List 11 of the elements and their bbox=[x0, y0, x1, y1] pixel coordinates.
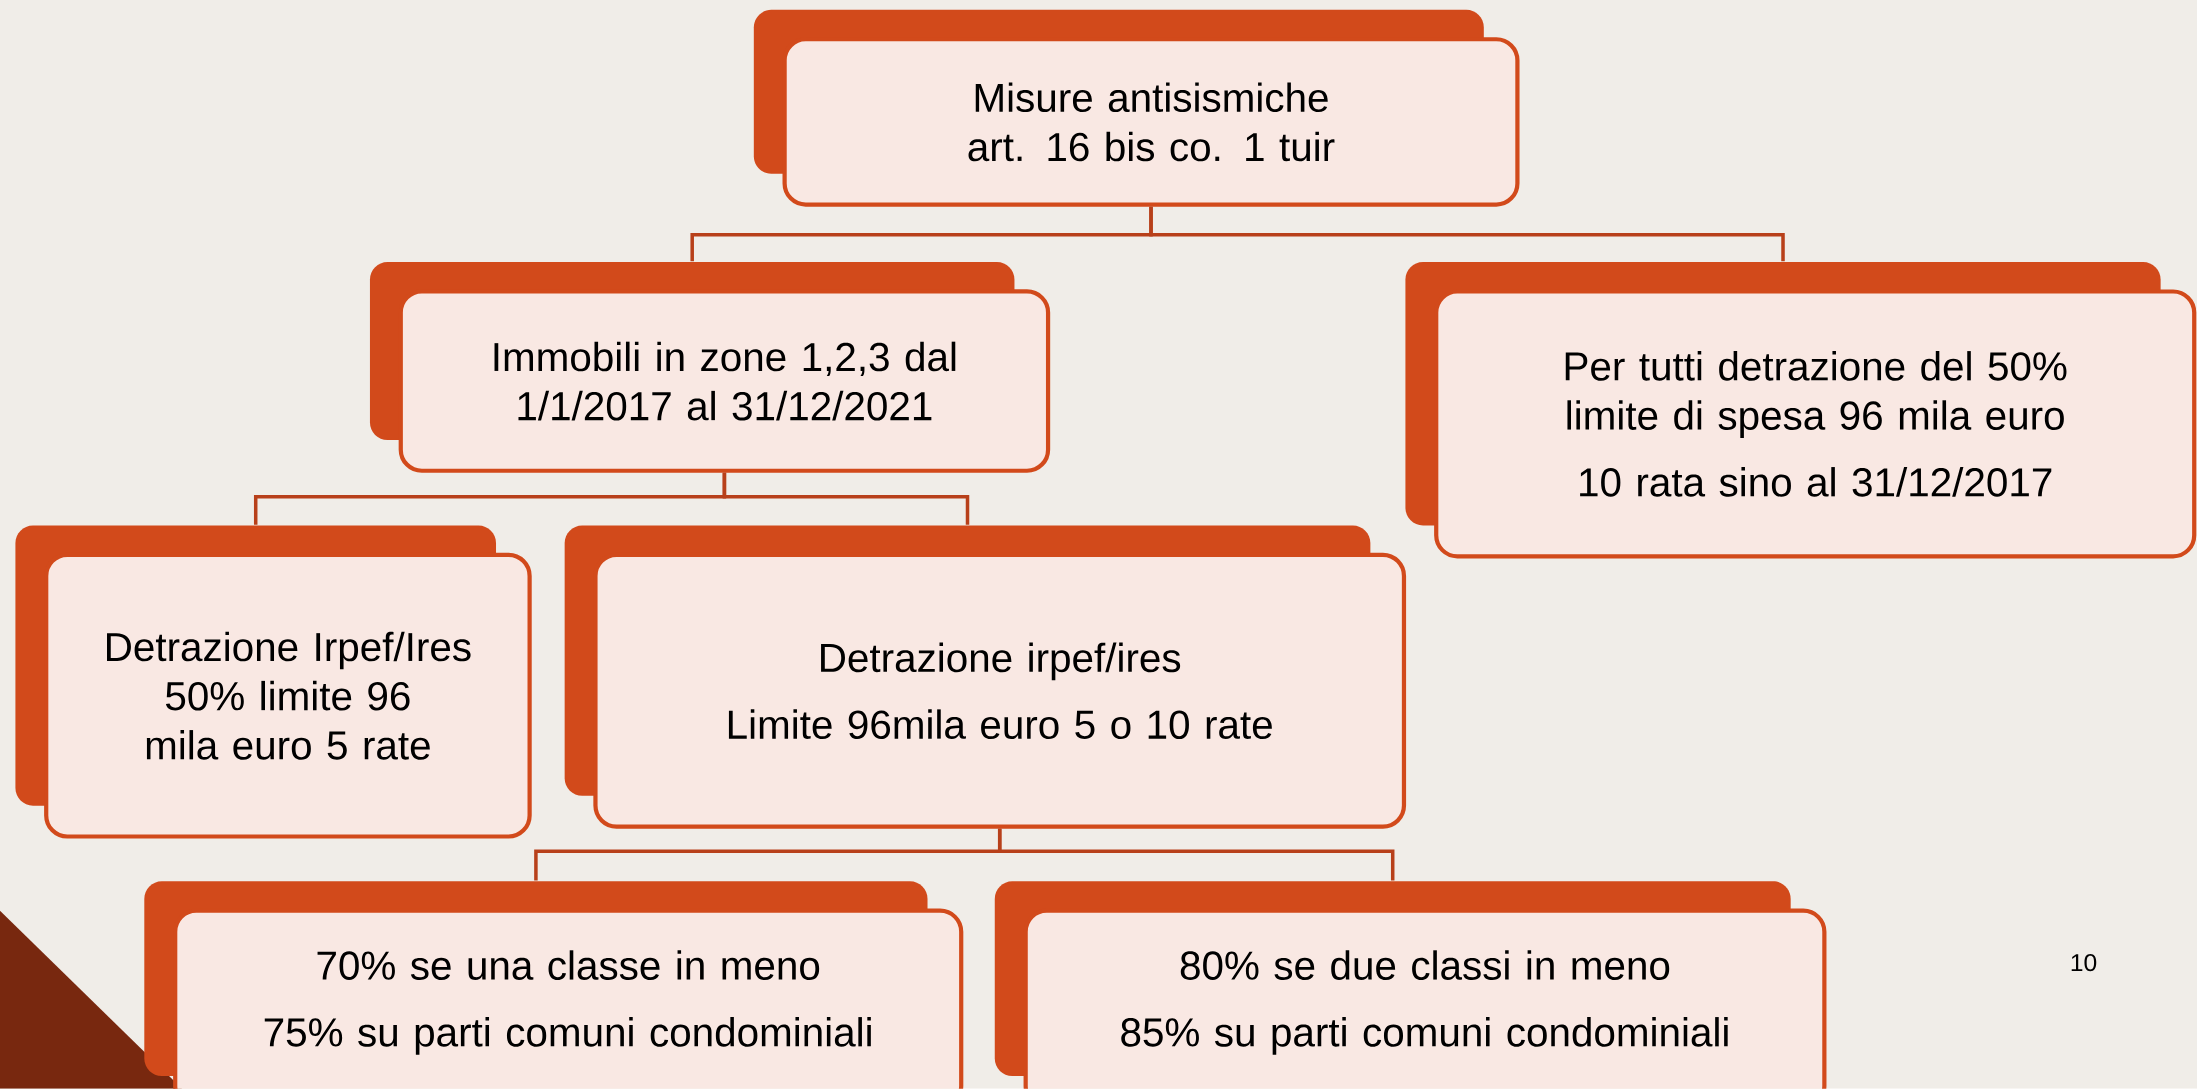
process-box: Per tutti detrazione del 50% limite di spesa 96 mila euro 10 rata sino al 31/12/2017 bbox=[1405, 262, 2197, 559]
connector-line bbox=[1149, 206, 1785, 262]
process-box: 80% se due classi in meno 85% su parti comuni condominiali bbox=[994, 881, 1827, 1089]
process-box: Misure antisismiche art. 16 bis co. 1 tuir bbox=[753, 10, 1520, 207]
page-number: 10 bbox=[2071, 954, 2097, 972]
connector-line bbox=[997, 828, 1395, 881]
process-box: Detrazione Irpef/Ires 50% limite 96 mila euro 5 rate bbox=[15, 525, 532, 839]
process-box: Immobili in zone 1,2,3 dal 1/1/2017 al 31/12/2021 bbox=[369, 262, 1051, 473]
process-box: Detrazione irpef/ires Limite 96mila euro 5 o 10 rate bbox=[564, 525, 1407, 829]
process-box: 70% se una classe in meno 75% su parti comuni condominiali bbox=[144, 881, 964, 1089]
connector-line bbox=[722, 473, 970, 525]
